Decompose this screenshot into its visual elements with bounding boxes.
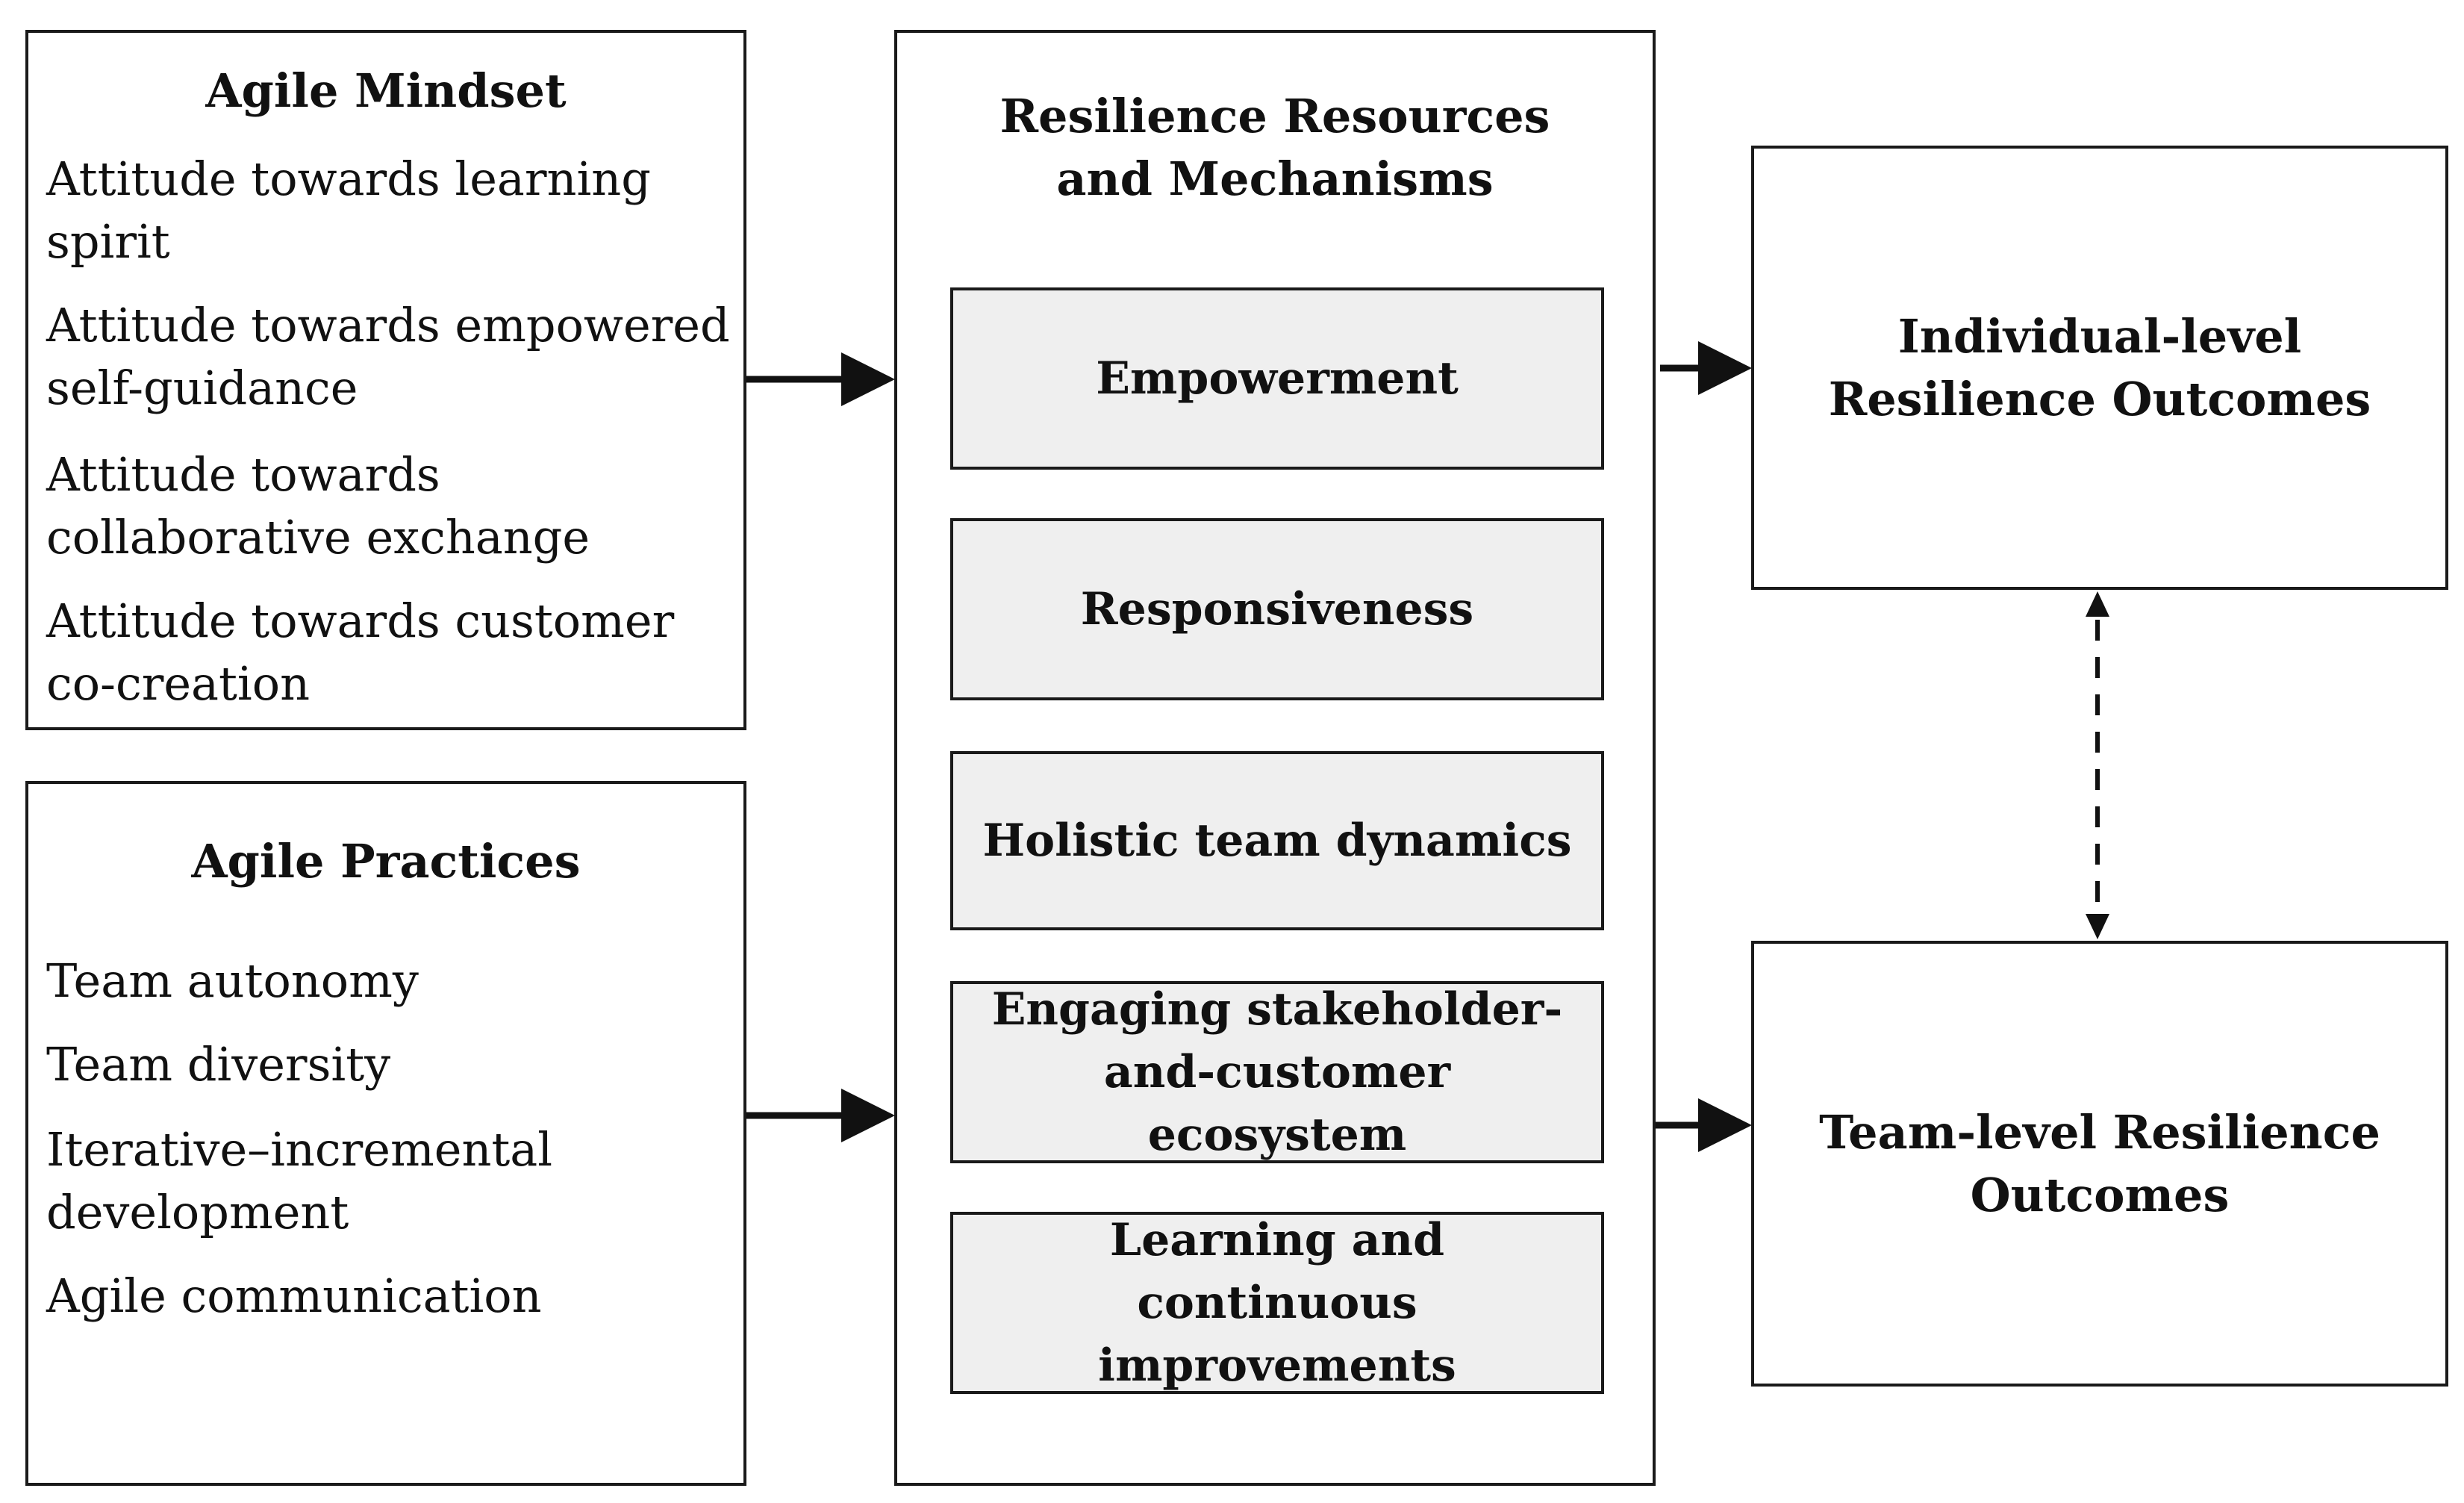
practices-item-iterative-incremental: Iterative–incremental development	[46, 1122, 553, 1239]
individual-level-outcomes-label: Individual-level Resilience Outcomes	[1828, 308, 2371, 426]
mechanism-stakeholder-ecosystem-label: Engaging stakeholder-and-customer ecosys…	[991, 983, 1563, 1161]
agile-mindset-title: Agile Mindset	[205, 63, 567, 118]
mechanism-stakeholder-ecosystem: Engaging stakeholder-and-customer ecosys…	[950, 981, 1604, 1163]
agile-mindset-box: Agile Mindset Attitude towards learning …	[25, 30, 746, 730]
mechanism-learning-improvements: Learning and continuous improvements	[950, 1212, 1604, 1394]
agile-practices-box: Agile Practices Team autonomy Team diver…	[25, 781, 746, 1486]
mechanism-holistic-team-dynamics: Holistic team dynamics	[950, 751, 1604, 930]
mindset-item-self-guidance: Attitude towards empowered self-guidance	[46, 298, 730, 415]
resilience-resources-title-line1: Resilience Resources	[999, 89, 1550, 143]
mechanism-empowerment: Empowerment	[950, 287, 1604, 470]
dashed-link-arrowhead-down	[2086, 914, 2109, 939]
practices-item-team-autonomy: Team autonomy	[46, 953, 419, 1008]
mindset-item-customer-co-creation: Attitude towards customer co-creation	[46, 594, 675, 711]
mindset-item-learning-spirit: Attitude towards learning spirit	[46, 152, 651, 269]
team-level-outcomes-label: Team-level Resilience Outcomes	[1819, 1104, 2380, 1222]
agile-practices-title: Agile Practices	[191, 834, 581, 889]
mindset-item-collaborative-exchange: Attitude towards collaborative exchange	[46, 447, 590, 564]
practices-item-agile-communication: Agile communication	[46, 1269, 542, 1323]
team-level-outcomes-box: Team-level Resilience Outcomes	[1751, 941, 2448, 1387]
mechanism-empowerment-label: Empowerment	[1096, 352, 1459, 405]
mechanism-learning-improvements-label: Learning and continuous improvements	[1098, 1214, 1456, 1392]
mechanism-holistic-team-dynamics-label: Holistic team dynamics	[982, 815, 1572, 867]
resilience-resources-title-line2: and Mechanisms	[1056, 152, 1494, 206]
mechanism-responsiveness: Responsiveness	[950, 518, 1604, 700]
mechanism-responsiveness-label: Responsiveness	[1080, 583, 1474, 635]
practices-item-team-diversity: Team diversity	[46, 1037, 391, 1092]
dashed-link-arrowhead-up	[2086, 591, 2109, 617]
individual-level-outcomes-box: Individual-level Resilience Outcomes	[1751, 146, 2448, 590]
